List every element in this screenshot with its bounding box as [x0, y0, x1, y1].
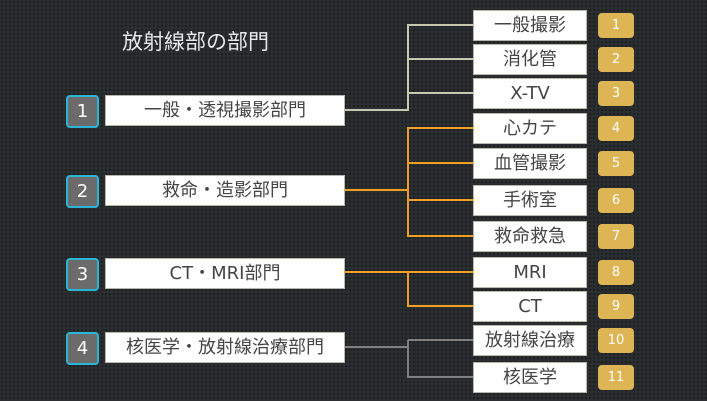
section-box: 放射線治療 [473, 325, 587, 356]
department-number-badge: 4 [66, 332, 99, 365]
section-box: CT [473, 291, 587, 322]
department-box: 救命・造影部門 [105, 175, 345, 206]
section-box: 核医学 [473, 362, 587, 393]
connector-group-3 [345, 271, 473, 307]
section-number-badge: 1 [598, 13, 634, 38]
department-number-badge: 3 [66, 258, 99, 291]
department-number-badge: 2 [66, 175, 99, 208]
section-box: MRI [473, 257, 587, 288]
section-number-badge: 11 [598, 365, 634, 390]
department-number-badge: 1 [66, 95, 99, 128]
section-number-badge: 10 [598, 328, 634, 353]
section-number-badge: 2 [598, 47, 634, 72]
page-title: 放射線部の部門 [122, 30, 269, 54]
section-box: X-TV [473, 78, 587, 109]
section-number-badge: 3 [598, 81, 634, 106]
connector-group-4 [345, 339, 473, 378]
connector-group-1 [345, 24, 473, 111]
section-box: 手術室 [473, 185, 587, 216]
section-box: 一般撮影 [473, 10, 587, 41]
section-number-badge: 9 [598, 294, 634, 319]
section-number-badge: 5 [598, 151, 634, 176]
department-box: CT・MRI部門 [105, 258, 345, 289]
section-number-badge: 6 [598, 188, 634, 213]
section-number-badge: 7 [598, 224, 634, 249]
connector-group-2 [345, 127, 473, 237]
section-box: 消化管 [473, 44, 587, 75]
section-box: 血管撮影 [473, 148, 587, 179]
section-box: 心カテ [473, 113, 587, 144]
department-box: 核医学・放射線治療部門 [105, 332, 345, 363]
section-box: 救命救急 [473, 221, 587, 252]
section-number-badge: 4 [598, 116, 634, 141]
department-box: 一般・透視撮影部門 [105, 95, 345, 126]
section-number-badge: 8 [598, 260, 634, 285]
